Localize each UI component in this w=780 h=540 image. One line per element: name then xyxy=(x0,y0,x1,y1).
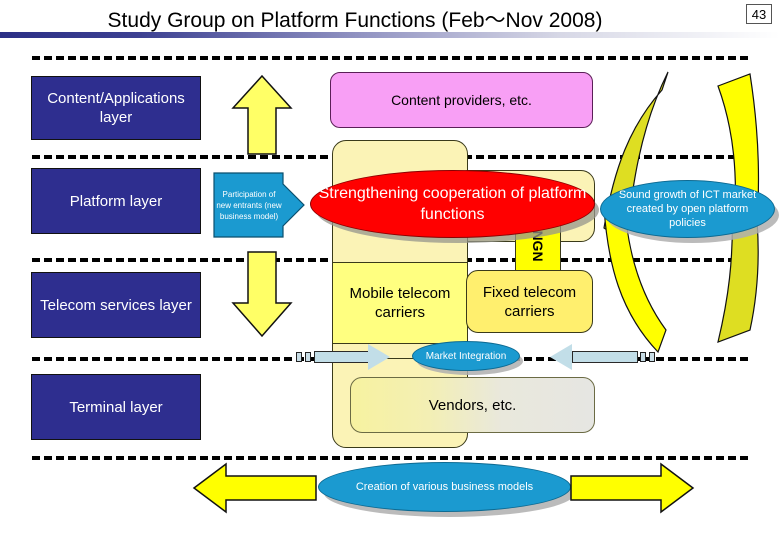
page-title: Study Group on Platform Functions (Feb～N… xyxy=(107,9,603,32)
node-creation-business-models: Creation of various business models xyxy=(318,462,571,512)
upward-flow-arrow xyxy=(231,74,293,155)
layer-separator-bottom xyxy=(32,456,748,460)
node-label: Market Integration xyxy=(425,350,507,362)
layer-box-platform: Platform layer xyxy=(31,168,201,234)
node-fixed-telecom-carriers: Fixed telecom carriers xyxy=(466,270,593,333)
node-mobile-telecom-carriers: Mobile telecom carriers xyxy=(332,262,468,344)
node-label: Content providers, etc. xyxy=(391,92,532,108)
tick-mark-left xyxy=(296,352,302,362)
title-divider-rule xyxy=(0,32,780,38)
node-label: NGN xyxy=(530,230,546,262)
node-label: Participation of new entrants (new busin… xyxy=(216,189,282,221)
market-arrow-left-head xyxy=(368,344,390,370)
market-arrow-left-shaft xyxy=(314,351,370,363)
tick-mark-right xyxy=(640,352,646,362)
node-label: Vendors, etc. xyxy=(428,396,517,414)
layer-separator-top xyxy=(32,56,748,60)
layer-label: Telecom services layer xyxy=(40,296,192,314)
node-participation-new-entrants: Participation of new entrants (new busin… xyxy=(213,172,305,238)
node-label: Sound growth of ICT market created by op… xyxy=(618,189,757,229)
node-content-providers: Content providers, etc. xyxy=(330,72,593,128)
page-number-badge: 43 xyxy=(746,4,772,24)
layer-box-telecom-services: Telecom services layer xyxy=(31,272,201,338)
market-arrow-right-head xyxy=(550,344,572,370)
node-label: Fixed telecom carriers xyxy=(482,283,577,320)
node-ict-growth: Sound growth of ICT market created by op… xyxy=(600,180,775,238)
node-label: Strengthening cooperation of platform fu… xyxy=(318,185,587,223)
node-strengthening-cooperation: Strengthening cooperation of platform fu… xyxy=(310,170,595,238)
layer-box-terminal: Terminal layer xyxy=(31,374,201,440)
tick-mark-left-2 xyxy=(305,352,311,362)
node-vendors: Vendors, etc. xyxy=(350,377,595,433)
tick-mark-right-2 xyxy=(649,352,655,362)
market-arrow-right-shaft xyxy=(572,351,638,363)
node-label: Mobile telecom carriers xyxy=(349,285,451,321)
rightward-expansion-arrow xyxy=(570,462,695,514)
node-market-integration: Market Integration xyxy=(412,341,520,371)
ribbon-lower-left xyxy=(603,192,667,354)
layer-label: Terminal layer xyxy=(69,398,163,416)
layer-box-content-applications: Content/Applications layer xyxy=(31,76,201,140)
layer-label: Content/Applications layer xyxy=(47,90,185,126)
layer-label: Platform layer xyxy=(69,192,163,210)
leftward-expansion-arrow xyxy=(192,462,317,514)
node-label: Creation of various business models xyxy=(355,481,534,493)
downward-flow-arrow xyxy=(231,251,293,338)
